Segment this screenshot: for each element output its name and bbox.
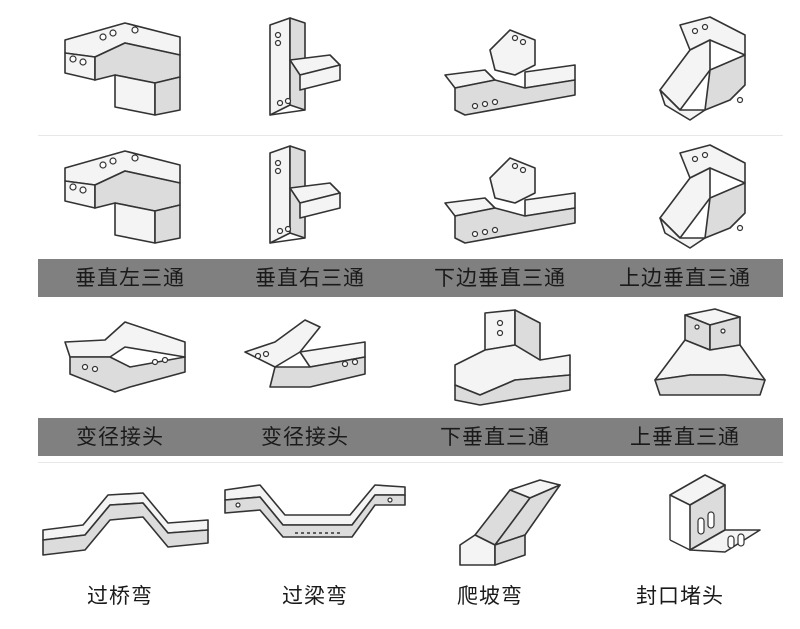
row-divider-1 (38, 135, 783, 136)
label-band-1 (38, 259, 783, 297)
fitting-bottom-vertical-tee-upper (410, 10, 610, 130)
label-vertical-left-tee: 垂直左三通 (75, 266, 185, 290)
label-reducer-1: 变径接头 (76, 425, 164, 449)
fitting-bottom-vertical-tee (410, 140, 610, 255)
fitting-reducer-2 (205, 302, 405, 412)
label-band-2 (38, 418, 783, 456)
fitting-vertical-left-tee-upper (30, 10, 230, 130)
fitting-slope-bend (410, 465, 610, 575)
label-lower-vertical-tee: 下垂直三通 (440, 425, 550, 449)
label-upper-vertical-tee: 上垂直三通 (630, 425, 740, 449)
fitting-vertical-right-tee-upper (205, 10, 405, 130)
label-slope-bend: 爬坡弯 (457, 584, 523, 608)
fitting-top-vertical-tee (610, 140, 800, 255)
label-vertical-right-tee: 垂直右三通 (255, 266, 365, 290)
label-reducer-2: 变径接头 (261, 425, 349, 449)
label-bottom-vertical-tee: 下边垂直三通 (434, 266, 566, 290)
fitting-end-cap (610, 465, 800, 575)
fitting-crossover-bend (25, 465, 225, 575)
row-1 (0, 10, 800, 130)
fitting-lower-vertical-tee (410, 302, 610, 412)
label-top-vertical-tee: 上边垂直三通 (619, 266, 751, 290)
row-divider-2 (38, 462, 783, 463)
fitting-reducer-1 (30, 302, 230, 412)
row-3 (0, 302, 800, 412)
fitting-top-vertical-tee-upper (610, 10, 800, 130)
fitting-beam-bend (215, 465, 415, 575)
row-2 (0, 140, 800, 255)
label-end-cap: 封口堵头 (636, 584, 724, 608)
label-crossover-bend: 过桥弯 (87, 584, 153, 608)
fitting-vertical-right-tee (205, 140, 405, 255)
row-4 (0, 465, 800, 575)
label-band-3 (38, 579, 783, 617)
fitting-vertical-left-tee (30, 140, 230, 255)
fitting-upper-vertical-tee (610, 302, 800, 412)
label-beam-bend: 过梁弯 (282, 584, 348, 608)
